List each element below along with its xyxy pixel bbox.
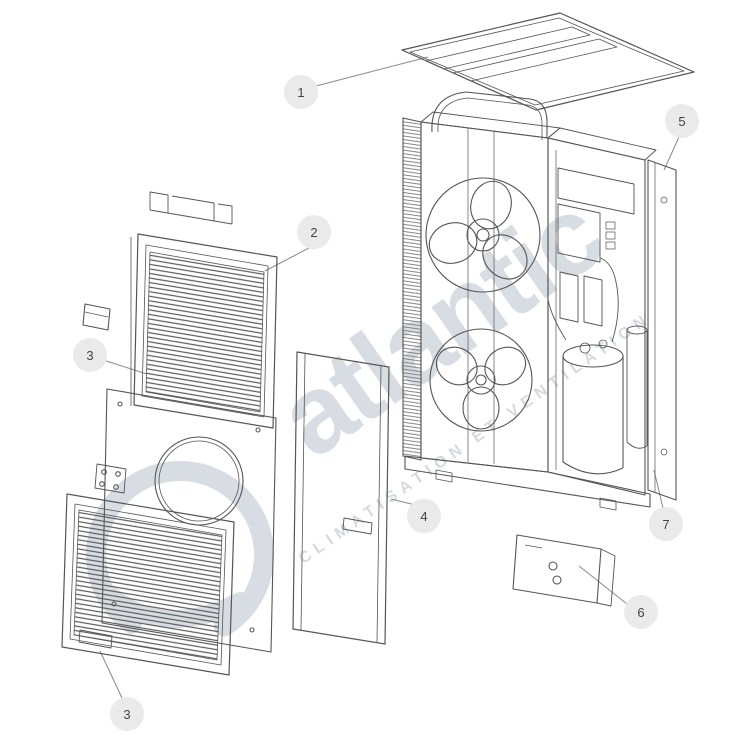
part-clip bbox=[82, 303, 111, 331]
part-main-unit bbox=[402, 91, 657, 511]
callout-1: 1 bbox=[284, 75, 318, 109]
callout-3-upper: 3 bbox=[73, 338, 107, 372]
part-right-panel bbox=[647, 159, 677, 501]
callout-number: 1 bbox=[297, 84, 305, 100]
callout-number: 3 bbox=[123, 706, 131, 722]
callout-2: 2 bbox=[297, 215, 331, 249]
fan-bottom bbox=[429, 328, 533, 432]
callout-4: 4 bbox=[407, 499, 441, 533]
callout-3-lower: 3 bbox=[110, 697, 144, 731]
callout-number: 5 bbox=[678, 113, 686, 129]
part-side-panel bbox=[292, 351, 390, 645]
callout-number: 2 bbox=[310, 224, 318, 240]
callout-7: 7 bbox=[649, 507, 683, 541]
callout-number: 7 bbox=[662, 516, 670, 532]
part-front-grille-top bbox=[130, 191, 278, 429]
callout-6: 6 bbox=[624, 595, 658, 629]
part-electrical-cover bbox=[512, 534, 616, 607]
fan-top bbox=[425, 177, 541, 293]
callout-number: 6 bbox=[637, 604, 645, 620]
callout-number: 4 bbox=[420, 508, 428, 524]
callout-number: 3 bbox=[86, 347, 94, 363]
part-front-grille-bottom bbox=[61, 493, 235, 676]
part-top-cover bbox=[401, 12, 695, 111]
callout-5: 5 bbox=[665, 104, 699, 138]
